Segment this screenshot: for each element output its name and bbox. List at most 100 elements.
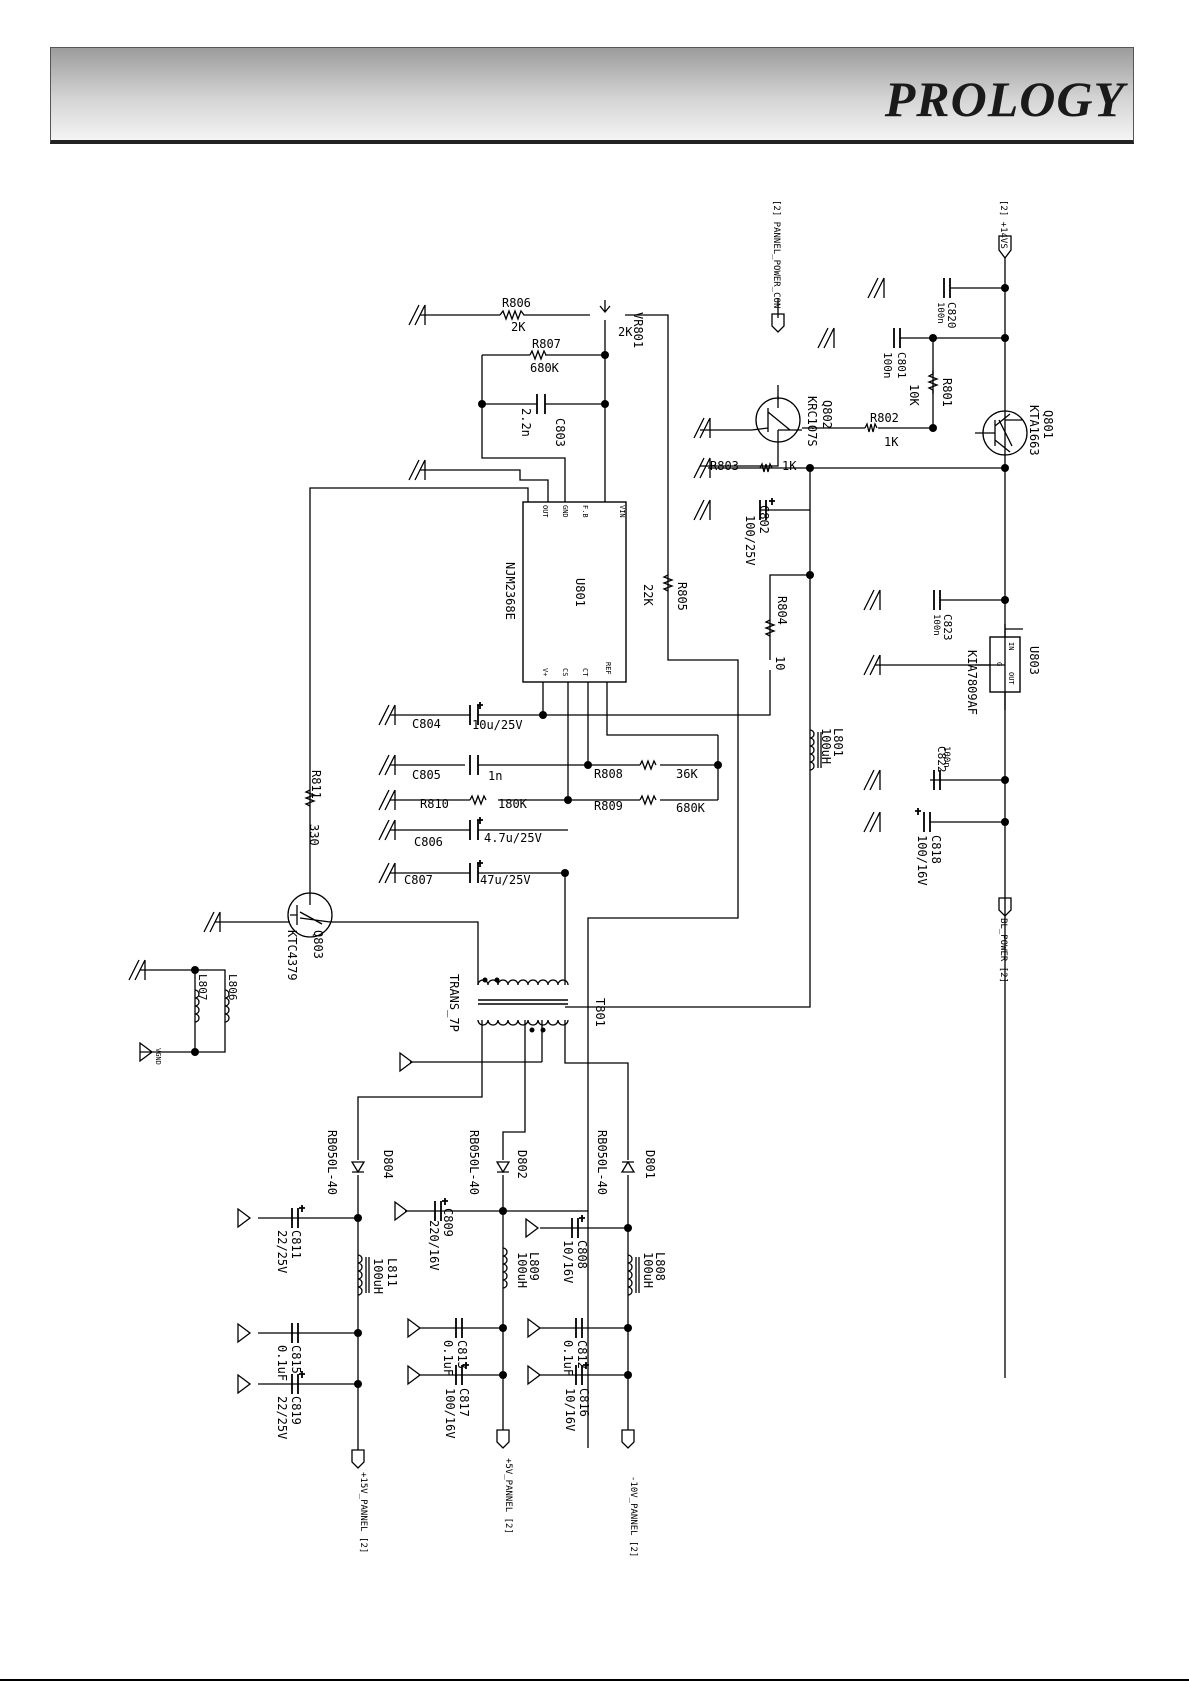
label-r808-value: 36K <box>676 767 698 781</box>
u803-leads <box>975 624 1006 710</box>
label-l807: L807 <box>196 974 209 1001</box>
label-panel-power: [2] PANNEL_POWER_CON <box>771 200 781 308</box>
transistor-q802 <box>700 396 802 443</box>
label-r810: R810 <box>420 797 449 811</box>
label-c802-value: 100/25V <box>743 515 757 566</box>
label-c811-value: 22/25V <box>275 1230 289 1273</box>
label-pin-cs: CS <box>561 668 569 676</box>
label-l809: L809 <box>527 1252 541 1281</box>
label-r811: R811 <box>309 770 323 799</box>
label-r801-value: 10K <box>907 384 921 406</box>
label-d801: D801 <box>643 1150 657 1179</box>
label-c819: C819 <box>289 1396 303 1425</box>
label-u801: U801 <box>573 578 587 607</box>
junctions <box>191 284 1009 1388</box>
label-t801: T801 <box>593 998 607 1027</box>
label-c817-value: 100/16V <box>443 1388 457 1439</box>
label-r807: R807 <box>532 337 561 351</box>
header-banner: PROLOGY <box>50 47 1134 144</box>
label-r810-value: 180K <box>498 797 528 811</box>
label-c813-value: 0.1uF <box>441 1340 455 1376</box>
label-u801-part: NJM2368E <box>503 562 517 620</box>
label-c813: C813 <box>455 1340 469 1369</box>
label-q801-part: KTA1663 <box>1027 405 1041 456</box>
label-r803: R803 <box>710 459 739 473</box>
label-c815: C815 <box>289 1345 303 1374</box>
label-c808-value: 10/16V <box>561 1240 575 1283</box>
u801-body <box>522 501 627 683</box>
label-l811: L811 <box>385 1258 399 1287</box>
label-c803-value: 2.2n <box>519 408 533 437</box>
label-c819-value: 22/25V <box>275 1396 289 1439</box>
label-c805-value: 1n <box>488 769 502 783</box>
label-out-5v: +5V_PANNEL [2] <box>503 1458 513 1534</box>
label-r809-value: 680K <box>676 801 706 815</box>
label-r802: R802 <box>870 411 899 425</box>
label-c801: C801 <box>895 352 908 379</box>
label-r803-value: 1K <box>782 459 797 473</box>
label-trans: TRANS_7P <box>447 974 461 1032</box>
label-r804-value: 10 <box>773 656 787 670</box>
label-r809: R809 <box>594 799 623 813</box>
capacitors <box>291 278 951 1394</box>
label-q802: Q802 <box>820 400 834 429</box>
label-pin-gnd: GND <box>561 505 569 518</box>
diodes <box>350 1160 636 1174</box>
label-c809-value: 220/16V <box>427 1220 441 1271</box>
label-d804-part: RB050L-40 <box>325 1130 339 1195</box>
vgnd-symbols <box>139 1041 542 1395</box>
brand-logo: PROLOGY <box>884 71 1125 127</box>
label-c806: C806 <box>414 835 443 849</box>
label-c805: C805 <box>412 768 441 782</box>
labels: [2] +14VS [2] PANNEL_POWER_CON C820 100n… <box>154 200 1055 1557</box>
transistor-q801 <box>975 410 1028 456</box>
label-c808: C808 <box>575 1240 589 1269</box>
label-l809-value: 100uH <box>515 1252 529 1288</box>
label-r804: R804 <box>775 596 789 625</box>
label-c818: C818 <box>929 835 943 864</box>
label-r801: R801 <box>940 378 954 407</box>
label-d804: D804 <box>381 1150 395 1179</box>
label-out-m10v: -10V_PANNEL [2] <box>628 1476 638 1557</box>
label-vr801: VR801 <box>631 312 645 348</box>
label-l808: L808 <box>653 1252 667 1281</box>
label-c822: C822 <box>935 746 948 773</box>
label-r806: R806 <box>502 296 531 310</box>
label-c820: C820 <box>945 302 958 329</box>
label-c803: C803 <box>553 418 567 447</box>
label-c809: C809 <box>441 1208 455 1237</box>
resistors <box>304 309 939 807</box>
label-pin-vin: VIN <box>618 505 626 518</box>
label-c815-value: 0.1uF <box>275 1345 289 1381</box>
label-r802-value: 1K <box>884 435 899 449</box>
label-u803-in: IN <box>1007 642 1015 650</box>
label-pin-ref: REF <box>604 662 612 675</box>
wires <box>140 258 1023 1450</box>
label-c818-value: 100/16V <box>915 835 929 886</box>
label-l808-value: 100uH <box>641 1252 655 1288</box>
label-out-15v: +15V_PANNEL [2] <box>358 1472 368 1553</box>
ports <box>351 235 1012 1469</box>
label-c807-value: 47u/25V <box>480 873 531 887</box>
label-u803-part: KIA7809AF <box>965 650 979 715</box>
label-r806-value: 2K <box>511 320 526 334</box>
label-r805: R805 <box>675 582 689 611</box>
label-c823: C823 <box>941 614 954 641</box>
label-d802: D802 <box>515 1150 529 1179</box>
bottom-rule <box>0 1679 1189 1681</box>
label-c816-value: 10/16V <box>563 1388 577 1431</box>
transistor-q803 <box>287 892 333 938</box>
label-l811-value: 100uH <box>371 1258 385 1294</box>
label-c806-value: 4.7u/25V <box>484 831 542 845</box>
label-d802-part: RB050L-40 <box>467 1130 481 1195</box>
ground-symbols <box>128 277 885 981</box>
label-d801-part: RB050L-40 <box>595 1130 609 1195</box>
label-r811-value: 330 <box>307 824 321 846</box>
label-l801-value: 100uH <box>819 728 833 764</box>
label-l806: L806 <box>226 974 239 1001</box>
label-c822-value: 100n <box>941 746 951 768</box>
label-p14vs: [2] +14VS <box>998 200 1008 249</box>
label-r808: R808 <box>594 767 623 781</box>
label-c817: C817 <box>457 1388 471 1417</box>
